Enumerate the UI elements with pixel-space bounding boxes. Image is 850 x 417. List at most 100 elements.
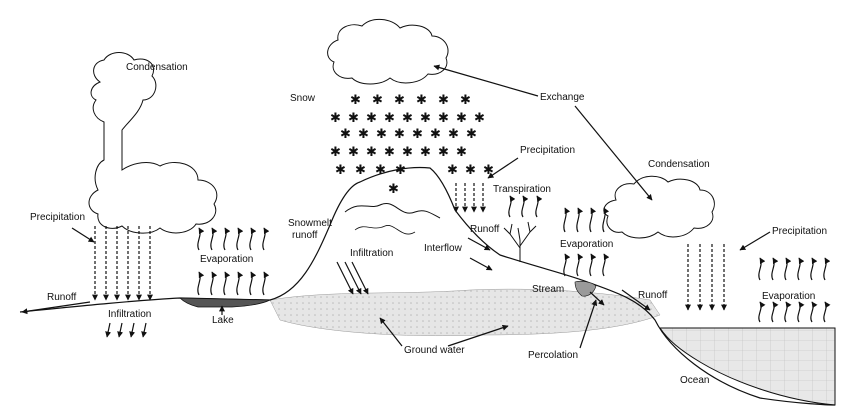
snowflake-icon: ✱ [483, 162, 494, 177]
label-runoff-left: Runoff [47, 292, 77, 303]
evaporation-arrow [810, 301, 818, 323]
label-condensation-right: Condensation [648, 159, 710, 170]
snowflake-icon: ✱ [402, 110, 413, 125]
label-precipitation-right: Precipitation [772, 226, 827, 237]
label-runoff-right: Runoff [638, 290, 668, 301]
mountain-ridge [354, 225, 416, 235]
runoff-arrow [21, 301, 91, 315]
cloud-icon [327, 19, 449, 85]
snowflake-icon: ✱ [460, 92, 471, 107]
snowflake-icon: ✱ [350, 92, 361, 107]
evaporation-arrow [784, 257, 792, 281]
label-transpiration: Transpiration [493, 184, 551, 195]
label-infiltration-mountain: Infiltration [350, 248, 393, 259]
snowflake-icon: ✱ [420, 110, 431, 125]
label-pointer [71, 227, 95, 243]
snowflake-icon: ✱ [384, 144, 395, 159]
arrows-layer [21, 64, 831, 349]
label-runoff-hill: Runoff [470, 224, 500, 235]
snowflake-icon: ✱ [372, 92, 383, 107]
label-snow: Snow [290, 93, 316, 104]
evaporation-arrow [576, 253, 584, 277]
evaporation-arrow [784, 301, 792, 323]
snowflake-icon: ✱ [348, 144, 359, 159]
snowflake-icon: ✱ [447, 162, 458, 177]
cloud-icon [88, 52, 218, 234]
snowflake-icon: ✱ [394, 126, 405, 141]
evaporation-arrow [771, 301, 779, 323]
evaporation-arrow [602, 253, 610, 277]
cloud-icon [603, 175, 715, 239]
label-lake: Lake [212, 315, 234, 326]
evaporation-arrow [823, 257, 831, 281]
evaporation-arrow [262, 271, 270, 296]
evaporation-arrow [223, 227, 231, 251]
label-exchange: Exchange [540, 92, 585, 103]
snowmelt-arrow [344, 261, 362, 295]
evaporation-arrow [210, 227, 218, 251]
snowflake-icon: ✱ [376, 126, 387, 141]
label-pointer [379, 317, 403, 347]
evaporation-arrow [758, 301, 766, 323]
infiltration-arrow [117, 322, 124, 338]
snowflake-icon: ✱ [348, 110, 359, 125]
evaporation-arrow [576, 207, 584, 233]
label-precipitation-left: Precipitation [30, 212, 85, 223]
snowflake-icon: ✱ [456, 110, 467, 125]
evaporation-arrow [236, 271, 244, 296]
lake [179, 297, 271, 308]
evaporation-arrow [197, 227, 205, 251]
ground-water [269, 288, 661, 336]
snowmelt-arrow [336, 261, 354, 295]
snowflake-icon: ✱ [465, 162, 476, 177]
snowflake-icon: ✱ [456, 144, 467, 159]
snowflake-icon: ✱ [340, 126, 351, 141]
snowflake-icon: ✱ [395, 162, 406, 177]
label-ground-water: Ground water [404, 345, 465, 356]
interflow-arrow [469, 257, 493, 271]
snowflake-icon: ✱ [438, 144, 449, 159]
snowflake-icon: ✱ [335, 162, 346, 177]
evaporation-arrow [771, 257, 779, 281]
label-percolation: Percolation [528, 350, 578, 361]
evaporation-arrow [563, 253, 571, 277]
label-stream: Stream [532, 284, 564, 295]
transpiration-arrow [521, 195, 529, 218]
snowflake-icon: ✱ [430, 126, 441, 141]
snowflake-icon: ✱ [384, 110, 395, 125]
label-ocean: Ocean [680, 375, 709, 386]
label-condensation-left: Condensation [126, 62, 188, 73]
snow-field: ✱✱✱✱✱✱✱✱✱✱✱✱✱✱✱✱✱✱✱✱✱✱✱✱✱✱✱✱✱✱✱✱✱✱✱✱✱✱✱ [330, 92, 494, 196]
tree-icon [503, 221, 537, 262]
label-evaporation-lake: Evaporation [200, 254, 253, 265]
evaporation-arrow [810, 257, 818, 281]
transpiration-arrow [508, 195, 516, 218]
snowflake-icon: ✱ [416, 92, 427, 107]
label-pointer [447, 324, 509, 347]
evaporation-arrow [249, 271, 257, 296]
label-interflow: Interflow [424, 243, 463, 254]
evaporation-arrow [197, 271, 205, 296]
evaporation-arrow [602, 207, 610, 233]
snowflake-icon: ✱ [466, 126, 477, 141]
runoff-arrow [467, 237, 491, 251]
evaporation-arrow [262, 227, 270, 251]
transpiration-arrow [535, 195, 543, 218]
evaporation-arrow [589, 253, 597, 277]
evaporation-arrow [823, 301, 831, 323]
evaporation-arrow [797, 257, 805, 281]
snowflake-icon: ✱ [330, 144, 341, 159]
snowflake-icon: ✱ [394, 92, 405, 107]
snowflake-icon: ✱ [366, 144, 377, 159]
snowflake-icon: ✱ [355, 162, 366, 177]
label-pointer [739, 231, 771, 251]
evaporation-arrow [210, 271, 218, 296]
snowmelt-arrow [351, 261, 369, 295]
evaporation-arrow [758, 257, 766, 281]
label-infiltration-left: Infiltration [108, 309, 151, 320]
label-snowmelt-runoff-line1: Snowmelt [288, 218, 332, 229]
label-snowmelt-runoff-line2: runoff [292, 230, 318, 241]
snowflake-icon: ✱ [388, 181, 399, 196]
